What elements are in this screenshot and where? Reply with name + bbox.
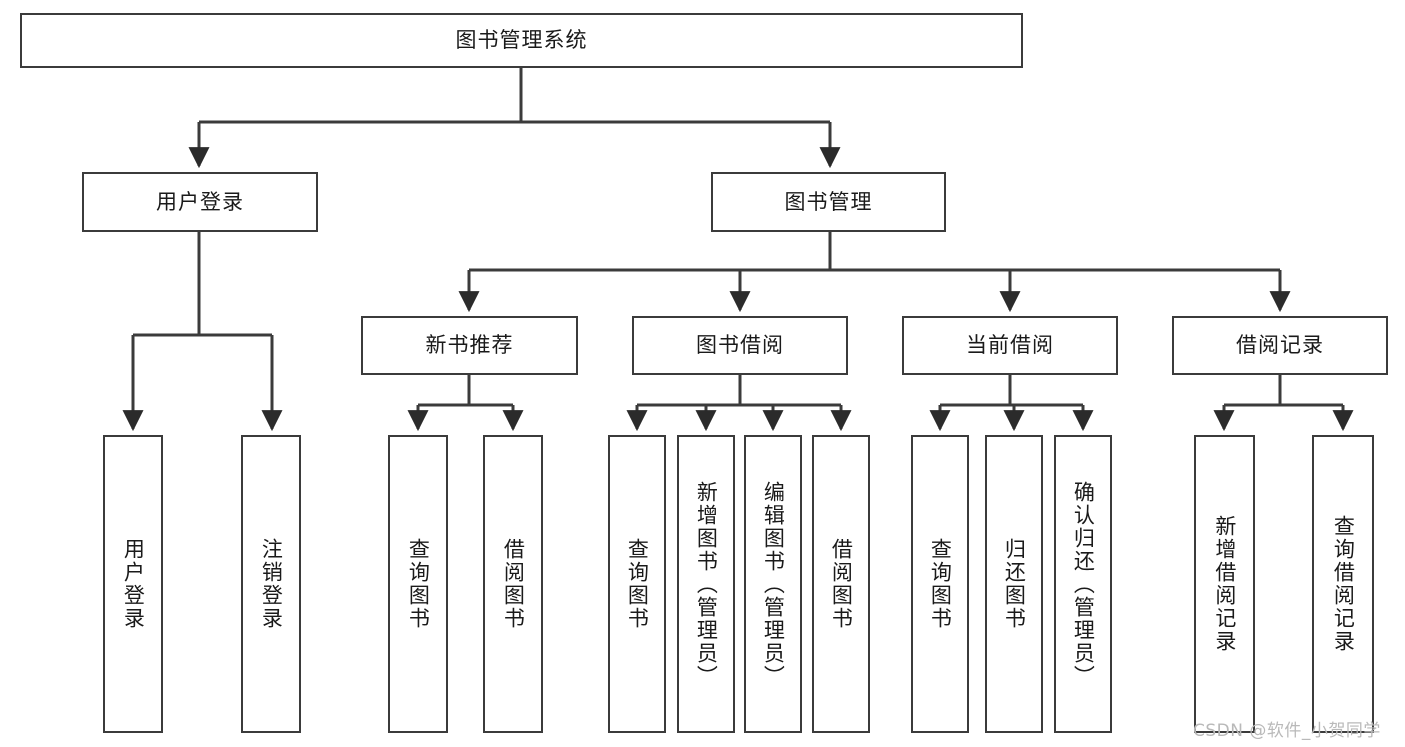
- leaf-label: 借阅图书: [829, 538, 854, 630]
- leaf-label: 查询图书: [625, 538, 650, 630]
- node-leaf-return-book[interactable]: 归还图书: [985, 435, 1043, 733]
- leaf-label: 归还图书: [1002, 538, 1027, 630]
- node-leaf-logout[interactable]: 注销登录: [241, 435, 301, 733]
- node-leaf-borrow-book-rec[interactable]: 借阅图书: [483, 435, 543, 733]
- node-leaf-user-login[interactable]: 用户登录: [103, 435, 163, 733]
- node-leaf-add-book-admin[interactable]: 新增图书（管理员）: [677, 435, 735, 733]
- leaf-label: 新增借阅记录: [1212, 515, 1237, 653]
- node-leaf-query-book-rec[interactable]: 查询图书: [388, 435, 448, 733]
- node-new-book-recommend[interactable]: 新书推荐: [361, 316, 578, 375]
- leaf-label: 注销登录: [259, 538, 284, 630]
- leaf-label: 新增图书（管理员）: [694, 480, 719, 688]
- node-leaf-borrow-book[interactable]: 借阅图书: [812, 435, 870, 733]
- node-leaf-query-book-borrow[interactable]: 查询图书: [608, 435, 666, 733]
- node-current-borrow[interactable]: 当前借阅: [902, 316, 1118, 375]
- node-root-system[interactable]: 图书管理系统: [20, 13, 1023, 68]
- node-book-manage[interactable]: 图书管理: [711, 172, 946, 232]
- node-leaf-edit-book-admin[interactable]: 编辑图书（管理员）: [744, 435, 802, 733]
- node-leaf-query-book-current[interactable]: 查询图书: [911, 435, 969, 733]
- leaf-label: 确认归还（管理员）: [1071, 480, 1096, 688]
- leaf-label: 查询图书: [928, 538, 953, 630]
- node-borrow-record[interactable]: 借阅记录: [1172, 316, 1388, 375]
- node-leaf-confirm-return-admin[interactable]: 确认归还（管理员）: [1054, 435, 1112, 733]
- leaf-label: 借阅图书: [501, 538, 526, 630]
- leaf-label: 编辑图书（管理员）: [761, 480, 786, 688]
- node-leaf-add-borrow-record[interactable]: 新增借阅记录: [1194, 435, 1255, 733]
- node-user-login[interactable]: 用户登录: [82, 172, 318, 232]
- csdn-watermark: CSDN @软件_小贺同学: [1193, 721, 1381, 741]
- leaf-label: 用户登录: [121, 538, 146, 630]
- node-leaf-query-borrow-record[interactable]: 查询借阅记录: [1312, 435, 1374, 733]
- leaf-label: 查询借阅记录: [1331, 515, 1356, 653]
- leaf-label: 查询图书: [406, 538, 431, 630]
- node-book-borrow[interactable]: 图书借阅: [632, 316, 848, 375]
